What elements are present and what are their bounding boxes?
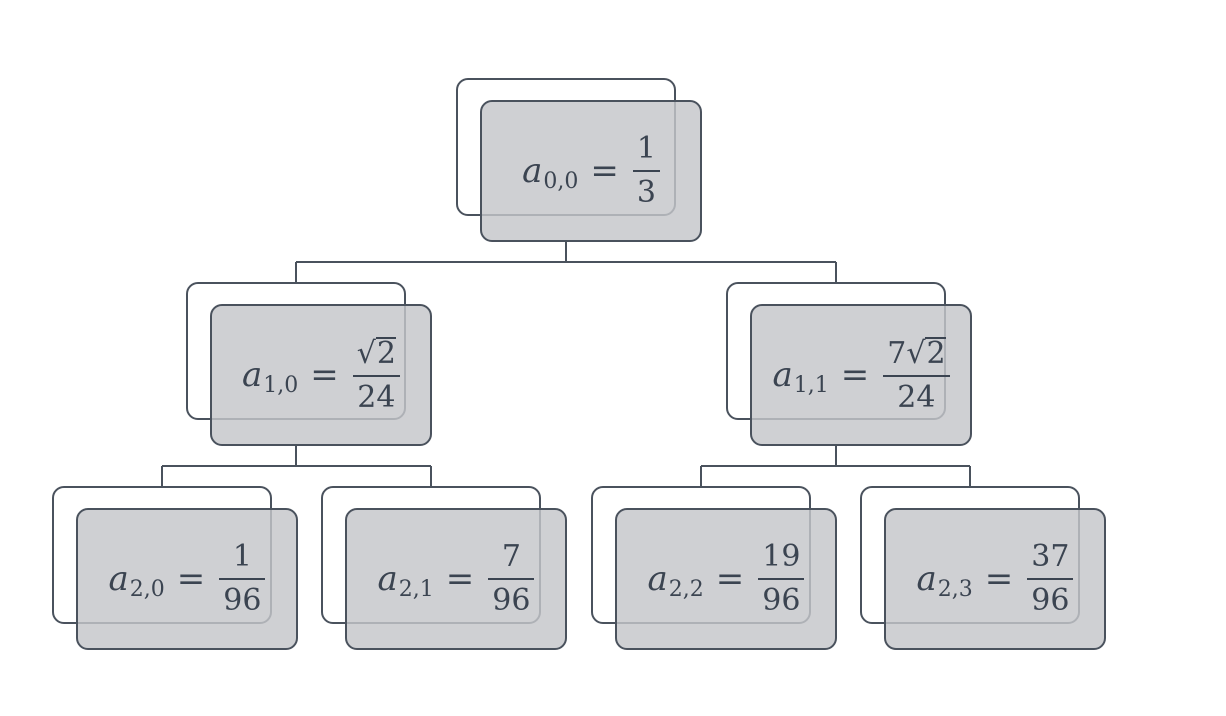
fraction-denominator: 96 [223,583,262,618]
equation-subscript: 2,3 [937,576,973,602]
equation-variable: a [647,559,668,599]
fraction-denominator: 96 [762,583,801,618]
radical-sign: √ [906,336,926,371]
numerator-coefficient: 37 [1031,539,1070,574]
numerator-sqrt: √2 [906,336,946,371]
numerator-coefficient: 7 [887,336,907,371]
fraction-numerator: 37 [1027,542,1073,578]
radicand: 2 [925,336,946,371]
numerator-coefficient: 7 [501,539,521,574]
fraction-bar [352,375,400,377]
fraction-denominator: 24 [357,380,396,415]
fraction-bar [488,578,535,580]
equation-subscript: 0,0 [543,168,579,194]
radicand: 2 [375,336,396,371]
equation-fraction: √2 24 [352,337,400,415]
radical-sign: √ [356,336,376,371]
equation-variable: a [522,151,543,191]
numerator-coefficient: 19 [762,539,801,574]
equation-variable: a [242,355,263,395]
equation-fraction: 7√2 24 [883,337,950,415]
equation-equals: = [176,559,206,599]
equation-equals: = [840,355,870,395]
numerator-coefficient: 1 [636,131,656,166]
equation-subscript: 2,0 [129,576,165,602]
equation-equals: = [445,559,475,599]
fraction-denominator: 24 [897,380,936,415]
equation-subscript: 1,1 [793,372,829,398]
fraction-bar [883,375,950,377]
fraction-numerator: 7√2 [883,337,949,375]
fraction-bar [1027,578,1074,580]
fraction-numerator: 19 [758,542,804,578]
fraction-denominator: 3 [636,175,656,210]
fraction-numerator: √2 [353,337,400,375]
equation-subscript: 1,0 [263,372,299,398]
equation-equals: = [715,559,745,599]
numerator-sqrt: √2 [357,337,396,369]
fraction-bar [632,170,660,172]
fraction-numerator: 1 [633,134,660,170]
equation-equals: = [984,559,1014,599]
equation-variable: a [108,559,129,599]
equation-variable: a [772,355,793,395]
fraction-denominator: 96 [492,583,531,618]
equation-equals: = [310,355,339,395]
equation-subscript: 2,2 [668,576,704,602]
fraction-numerator: 7 [498,542,525,578]
equation-equals: = [590,151,619,191]
fraction-bar [219,578,266,580]
fraction-numerator: 1 [229,542,256,578]
fraction-denominator: 96 [1031,583,1070,618]
equation-variable: a [377,559,398,599]
equation-variable: a [916,559,937,599]
fraction-bar [758,578,805,580]
numerator-coefficient: 1 [232,539,252,574]
equation-subscript: 2,1 [398,576,434,602]
